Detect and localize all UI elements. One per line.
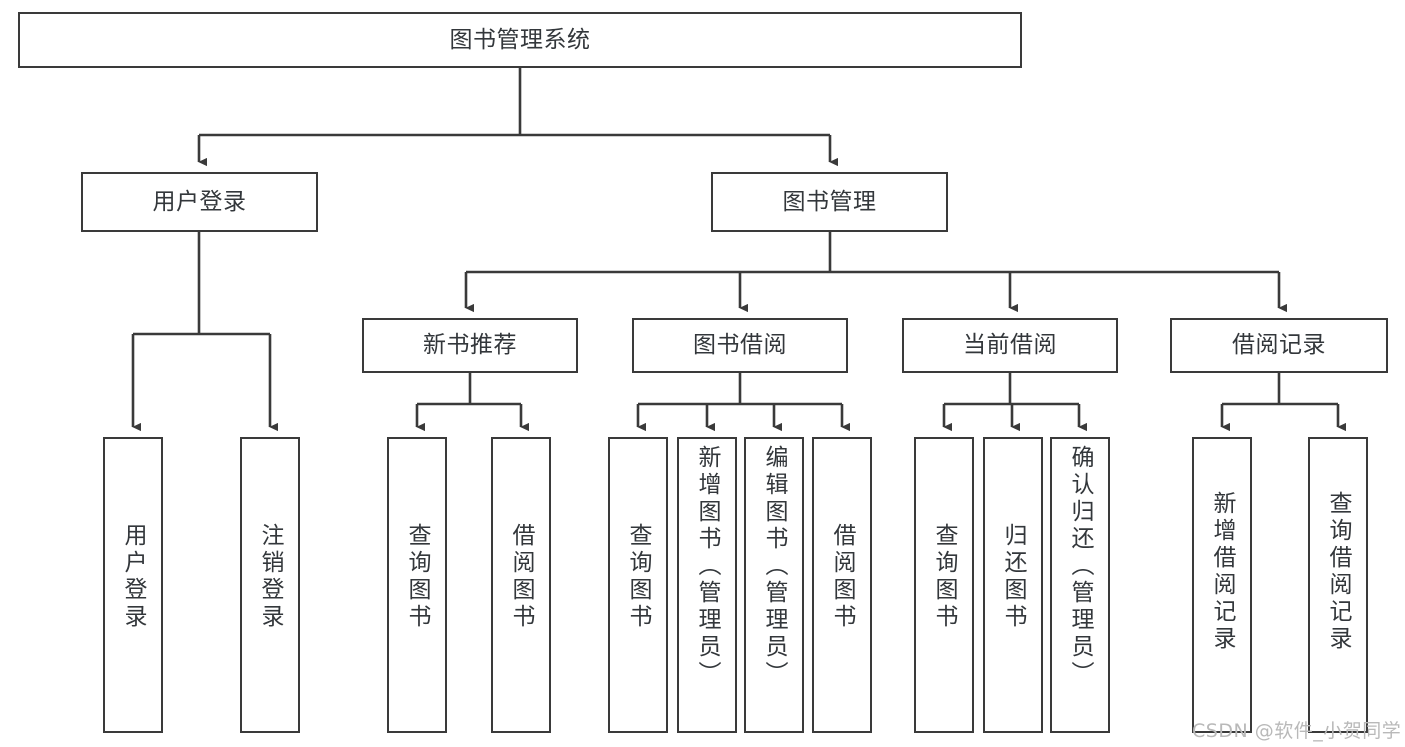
leaf-edit-book[interactable]: 编辑图书（管理员） [744,437,804,733]
node-label: 查询图书 [625,523,652,631]
node-label: 查询图书 [931,523,958,631]
node-root-system[interactable]: 图书管理系统 [18,12,1022,68]
node-label: 确认归还（管理员） [1067,445,1094,688]
leaf-query-borrow-record[interactable]: 查询借阅记录 [1308,437,1368,733]
node-label: 图书管理系统 [449,26,591,53]
node-label: 编辑图书（管理员） [761,445,788,688]
node-label: 查询借阅记录 [1325,491,1352,653]
leaf-borrow-book-borrow[interactable]: 借阅图书 [812,437,872,733]
node-label: 新增图书（管理员） [694,445,721,688]
node-label: 用户登录 [120,523,147,631]
node-label: 查询图书 [404,523,431,631]
node-new-book-recommend[interactable]: 新书推荐 [362,318,578,373]
leaf-confirm-return[interactable]: 确认归还（管理员） [1050,437,1110,733]
node-label: 当前借阅 [963,332,1057,359]
node-label: 图书借阅 [693,332,787,359]
node-label: 归还图书 [1000,523,1027,631]
node-label: 图书管理 [782,188,877,215]
node-label: 新书推荐 [423,332,517,359]
leaf-user-login[interactable]: 用户登录 [103,437,163,733]
node-label: 注销登录 [257,523,284,631]
node-label: 用户登录 [152,188,247,215]
node-label: 借阅图书 [829,523,856,631]
node-label: 新增借阅记录 [1209,491,1236,653]
node-label: 借阅记录 [1232,332,1326,359]
leaf-logout-login[interactable]: 注销登录 [240,437,300,733]
leaf-query-book-recommend[interactable]: 查询图书 [387,437,447,733]
leaf-return-book[interactable]: 归还图书 [983,437,1043,733]
node-label: 借阅图书 [508,523,535,631]
node-current-borrow[interactable]: 当前借阅 [902,318,1118,373]
node-book-borrow[interactable]: 图书借阅 [632,318,848,373]
node-borrow-record[interactable]: 借阅记录 [1170,318,1388,373]
node-book-manage[interactable]: 图书管理 [711,172,948,232]
csdn-watermark: CSDN @软件_小贺同学 [1192,720,1402,742]
node-user-login[interactable]: 用户登录 [81,172,318,232]
leaf-add-book[interactable]: 新增图书（管理员） [677,437,737,733]
leaf-borrow-book-recommend[interactable]: 借阅图书 [491,437,551,733]
leaf-add-borrow-record[interactable]: 新增借阅记录 [1192,437,1252,733]
leaf-query-book-borrow[interactable]: 查询图书 [608,437,668,733]
leaf-query-book-current[interactable]: 查询图书 [914,437,974,733]
